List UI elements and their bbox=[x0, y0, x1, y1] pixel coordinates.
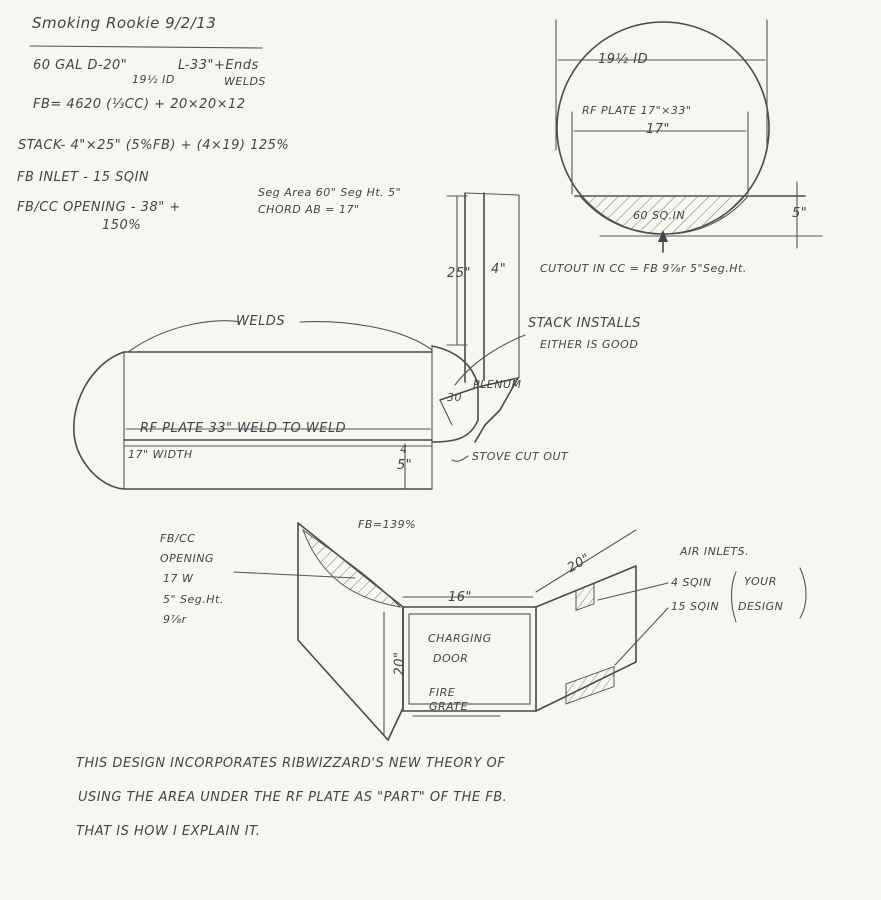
note-fb-inlet: FB INLET - 15 SQIN bbox=[17, 170, 150, 185]
circle-seg-height: 5" bbox=[792, 206, 808, 221]
side-rf-plate: RF PLATE 33" WELD TO WELD bbox=[140, 421, 347, 436]
door-label-2: DOOR bbox=[433, 652, 469, 665]
note-fbcc-opening: FB/CC OPENING - 38" + bbox=[17, 200, 181, 215]
firebox-left-side bbox=[297, 522, 404, 741]
footer-line-1: THIS DESIGN INCORPORATES RIBWIZZARD'S NE… bbox=[76, 756, 506, 771]
either-good: EITHER IS GOOD bbox=[540, 338, 639, 351]
fb-opening-4: 5" Seg.Ht. bbox=[163, 593, 224, 606]
door-label-1: CHARGING bbox=[428, 632, 492, 645]
air-inlets: AIR INLETS. bbox=[680, 545, 750, 558]
plenum-angle: 30 bbox=[447, 391, 462, 404]
stove-pointer bbox=[451, 455, 469, 462]
firebox-front bbox=[402, 606, 537, 712]
side-chord: CHORD AB = 17" bbox=[258, 203, 360, 216]
chamber-right-end bbox=[431, 345, 479, 443]
air-inlet-small bbox=[575, 583, 595, 612]
note-line1a: 60 GAL D-20" bbox=[33, 58, 128, 73]
fb-opening-5: 9⅞r bbox=[163, 613, 187, 626]
design-bracket bbox=[730, 571, 737, 623]
fb-front-height: 20" bbox=[392, 651, 408, 676]
design-bracket-right bbox=[799, 567, 807, 619]
fb-opening-2: OPENING bbox=[160, 552, 214, 565]
side-dim-5: 5" bbox=[397, 458, 413, 473]
side-width: 17" WIDTH bbox=[128, 448, 193, 461]
chamber-left-end bbox=[72, 351, 125, 490]
note-line1b: L-33"+Ends bbox=[178, 58, 259, 73]
welds-arc bbox=[127, 320, 241, 353]
circle-width: 17" bbox=[646, 122, 671, 137]
charging-door bbox=[408, 613, 531, 705]
grate-label-2: GRATE bbox=[429, 700, 469, 713]
note-fb: FB= 4620 (⅓CC) + 20×20×12 bbox=[33, 97, 246, 112]
side-dim-4: 4 bbox=[400, 443, 408, 456]
center-arrowhead bbox=[658, 230, 668, 242]
footer-line-2: USING THE AREA UNDER THE RF PLATE AS "PA… bbox=[78, 790, 508, 805]
circle-cutout: CUTOUT IN CC = FB 9⅞r 5"Seg.Ht. bbox=[540, 262, 747, 275]
air-pointer-2 bbox=[614, 607, 669, 666]
plenum-side bbox=[439, 399, 453, 426]
stove-cutout: STOVE CUT OUT bbox=[472, 450, 569, 463]
welds-label: WELDS bbox=[236, 314, 286, 329]
your-design-2: DESIGN bbox=[738, 600, 784, 613]
circle-area: 60 SQ.IN bbox=[633, 209, 686, 222]
note-title: Smoking Rookie 9/2/13 bbox=[32, 14, 217, 32]
welds-arc-right bbox=[299, 321, 433, 351]
fb-opening-3: 17 W bbox=[163, 572, 194, 585]
air-inlet-1: 4 SQIN bbox=[671, 576, 712, 589]
note-line1c: 19½ ID bbox=[132, 73, 175, 86]
opening-pointer bbox=[233, 571, 356, 579]
side-seg-area: Seg Area 60" Seg Ht. 5" bbox=[258, 186, 402, 199]
air-pointer-1 bbox=[597, 582, 669, 601]
grate-label-1: FIRE bbox=[429, 686, 456, 699]
stack-diameter: 4" bbox=[491, 262, 507, 277]
stack-installs: STACK INSTALLS bbox=[528, 316, 641, 331]
air-inlet-2: 15 SQIN bbox=[671, 600, 720, 613]
plenum-label: PLENUM bbox=[473, 378, 522, 391]
fb-opening-1: FB/CC bbox=[160, 532, 196, 545]
firebox-depth-dim bbox=[535, 529, 637, 593]
fb-pct: FB=139% bbox=[358, 518, 417, 531]
title-underline bbox=[29, 45, 263, 49]
footer-line-3: THAT IS HOW I EXPLAIN IT. bbox=[76, 824, 261, 839]
plenum bbox=[439, 377, 519, 443]
note-fbcc-pct: 150% bbox=[102, 218, 142, 233]
stack-height: 25" bbox=[447, 266, 472, 281]
your-design-1: YOUR bbox=[744, 575, 777, 588]
stack-pointer bbox=[454, 334, 526, 386]
fbcc-opening-hatch bbox=[301, 528, 402, 608]
circle-id-label: 19½ ID bbox=[598, 52, 649, 67]
fb-front-width: 16" bbox=[448, 590, 473, 605]
note-stack: STACK- 4"×25" (5%FB) + (4×19) 125% bbox=[18, 138, 290, 153]
note-line1d: WELDS bbox=[224, 75, 266, 88]
stack-top bbox=[464, 192, 520, 196]
air-inlet-large bbox=[565, 665, 615, 705]
circle-rf-plate: RF PLATE 17"×33" bbox=[582, 104, 692, 117]
